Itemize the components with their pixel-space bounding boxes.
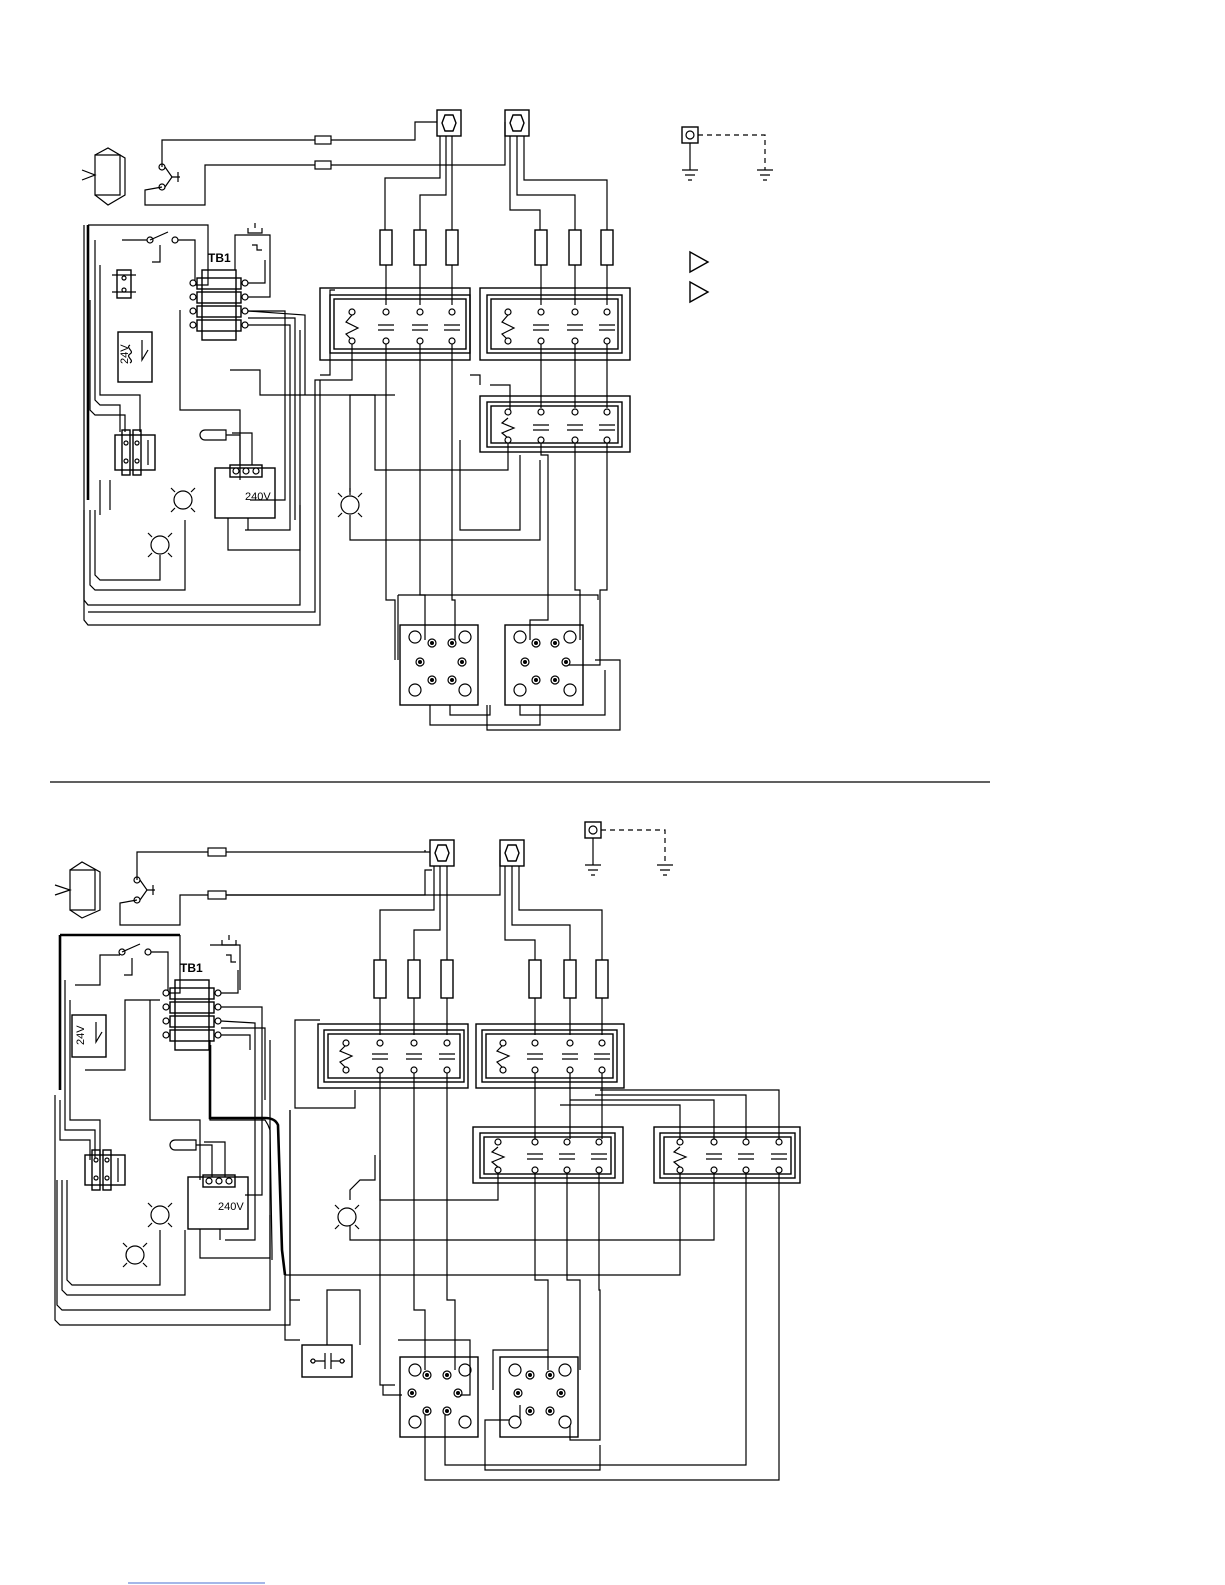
- heating-element-block-icon: [400, 1357, 478, 1437]
- transformer-label: 240V: [218, 1201, 244, 1213]
- terminal-post-l1: [430, 840, 454, 866]
- terminal-block-label: TB1: [208, 251, 231, 265]
- heating-element-block-icon: [500, 1357, 578, 1437]
- fuse-row-top: [380, 230, 613, 305]
- high-limit-switch-icon: [222, 935, 236, 962]
- thermostat-switch-icon: [122, 232, 195, 285]
- thermostat-switch-icon: [119, 944, 168, 993]
- terminal-strip-icon: [112, 270, 136, 298]
- fuse-icon: [208, 891, 226, 899]
- ground-icon: [585, 822, 673, 875]
- contactor-icon: [654, 1127, 800, 1183]
- lamp-icon: [148, 1203, 172, 1227]
- lamp-icon: [335, 1205, 359, 1229]
- terminal-post-l1: [437, 110, 461, 136]
- door-switch-icon: [302, 1290, 360, 1377]
- lamp-icon: [148, 533, 172, 557]
- fuse-icon: [208, 848, 226, 856]
- wiring-diagram-bottom: 24V TB1: [55, 822, 800, 1480]
- terminal-block-tb1: [190, 270, 248, 340]
- temperature-probe-icon: [200, 430, 252, 465]
- temperature-probe-icon: [170, 1140, 225, 1177]
- terminal-post-l2: [505, 110, 529, 136]
- relay-icon: 24V: [72, 1015, 106, 1057]
- terminal-block-tb1: [163, 980, 221, 1050]
- lamp-icon: [171, 488, 195, 512]
- arrow-marker-icon: [690, 252, 708, 302]
- contactor-icon: [318, 1024, 468, 1088]
- fuse-icon: [315, 136, 331, 144]
- terminal-block-label: TB1: [180, 961, 203, 975]
- transformer-icon: 240V: [215, 465, 275, 518]
- contactor-icon: [473, 1127, 623, 1183]
- relay-icon: 24V: [118, 332, 152, 382]
- fuse-icon: [315, 161, 331, 169]
- wiring-diagram-top: 24V TB1: [82, 110, 773, 730]
- terminal-strip-icon: [85, 1150, 125, 1190]
- high-limit-switch-icon: [248, 223, 262, 250]
- terminal-post-l2: [500, 840, 524, 866]
- terminal-strip-icon: [115, 430, 155, 475]
- ground-icon: [682, 127, 773, 180]
- heating-element-block-icon: [400, 625, 478, 705]
- relay-label: 24V: [75, 1025, 87, 1045]
- contactor-icon: [320, 288, 470, 360]
- transformer-label: 240V: [245, 491, 271, 503]
- lamp-icon: [123, 1243, 147, 1267]
- power-plug-icon: [55, 862, 155, 918]
- transformer-icon: 240V: [188, 1175, 248, 1229]
- power-plug-icon: [82, 148, 180, 205]
